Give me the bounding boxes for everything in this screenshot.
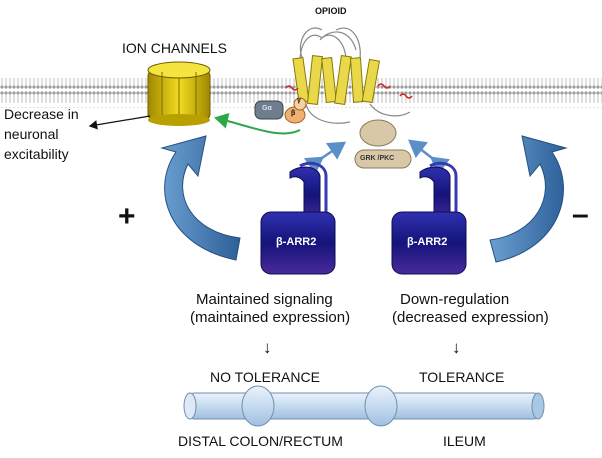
decreased-expression-label: (decreased expression) — [392, 309, 549, 326]
distal-colon-label: DISTAL COLON/RECTUM — [178, 433, 343, 449]
down-arrow-right: ↓ — [452, 338, 461, 357]
down-arrow-left: ↓ — [263, 338, 272, 357]
no-tolerance-label: NO TOLERANCE — [210, 369, 320, 385]
g-protein-to-channel-arrow — [214, 112, 301, 135]
beta-arrestin-right-label: β-ARR2 — [407, 236, 448, 248]
plus-sign: + — [118, 200, 136, 233]
opioid-label: OPIOID — [315, 6, 347, 16]
negative-feedback-arrow — [489, 135, 568, 263]
grk-pkc-icon — [354, 119, 412, 169]
decrease-label-1: Decrease in — [4, 106, 79, 122]
beta-arrestin-left-label: β-ARR2 — [276, 236, 317, 248]
decrease-label-2: neuronal — [4, 126, 59, 142]
g-gamma-label: γ — [297, 97, 301, 104]
maintained-expression-label: (maintained expression) — [190, 309, 351, 326]
grk-pkc-label: GRK /PKC — [360, 155, 395, 162]
beta-arrestin-right-icon — [391, 161, 467, 275]
minus-sign: – — [572, 198, 589, 231]
g-beta-label: β — [291, 110, 296, 117]
g-alpha-label: Gα — [262, 105, 272, 112]
intestine-icon — [183, 385, 545, 427]
beta-arrestin-left-icon — [260, 161, 336, 275]
positive-feedback-arrow — [160, 135, 241, 261]
opioid-receptor-icon — [285, 27, 413, 124]
ion-channel-icon — [147, 61, 211, 126]
excitability-arrow — [88, 115, 151, 130]
ileum-label: ILEUM — [443, 433, 486, 449]
down-regulation-label: Down-regulation — [400, 291, 510, 308]
recruitment-arrows — [303, 139, 450, 176]
maintained-signaling-label: Maintained signaling — [196, 291, 333, 308]
tolerance-label: TOLERANCE — [419, 369, 505, 385]
ion-channels-label: ION CHANNELS — [122, 40, 228, 56]
g-protein-icon — [254, 97, 307, 124]
decrease-label-3: excitability — [4, 146, 69, 162]
